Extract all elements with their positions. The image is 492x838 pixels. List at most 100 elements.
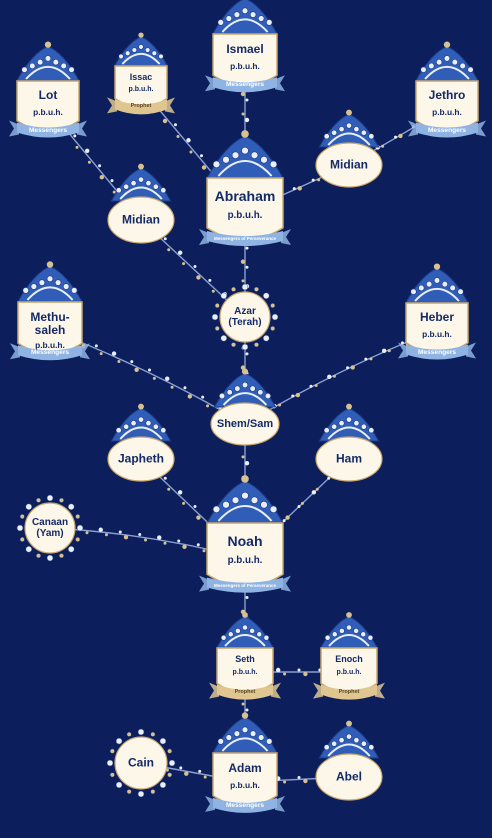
vine-flower-icon bbox=[327, 476, 331, 480]
person-node-shem[interactable]: Shem/Sam bbox=[210, 368, 280, 446]
vine-flower-icon bbox=[315, 487, 319, 491]
shield-frame-icon bbox=[398, 263, 476, 360]
vine-flower-icon bbox=[182, 262, 186, 266]
vine-flower-icon bbox=[245, 98, 249, 102]
oval-frame-icon bbox=[315, 403, 383, 482]
vine-flower-icon bbox=[381, 144, 385, 148]
honorific-text: p.b.u.h. bbox=[232, 668, 258, 676]
honorific-text: p.b.u.h. bbox=[336, 668, 362, 676]
person-name: Cain bbox=[127, 755, 154, 770]
vine-flower-icon bbox=[295, 392, 301, 398]
vine-flower-icon bbox=[144, 538, 147, 542]
title-ribbon: Messengers bbox=[417, 348, 457, 356]
person-name: Japheth bbox=[117, 451, 164, 466]
person-name: Shem/Sam bbox=[216, 417, 274, 430]
shield-frame-icon bbox=[209, 612, 281, 700]
vine-flower-icon bbox=[346, 366, 350, 370]
person-node-japheth[interactable]: Japheth bbox=[107, 403, 175, 482]
title-ribbon: Messengers of Perseverance bbox=[213, 236, 277, 242]
vine-flower-icon bbox=[240, 91, 246, 97]
vine-flower-icon bbox=[332, 374, 336, 378]
vine-flower-icon bbox=[201, 395, 205, 399]
person-node-canaan[interactable]: Canaan (Yam) bbox=[16, 494, 84, 562]
title-ribbon: Messengers of Perseverance bbox=[213, 582, 277, 588]
vine-flower-icon bbox=[157, 535, 162, 540]
person-node-midian-right[interactable]: Midian bbox=[315, 109, 383, 188]
person-node-azar[interactable]: Azar (Terah) bbox=[211, 283, 279, 351]
vine-flower-icon bbox=[130, 360, 134, 364]
person-name: Canaan (Yam) bbox=[31, 517, 69, 539]
vine-flower-icon bbox=[283, 672, 287, 676]
vine-flower-icon bbox=[179, 766, 183, 770]
vine-flower-icon bbox=[182, 544, 187, 549]
vine-flower-icon bbox=[369, 357, 373, 361]
vine-flower-icon bbox=[398, 133, 403, 139]
vine-flower-icon bbox=[99, 352, 103, 356]
vine-flower-icon bbox=[309, 384, 313, 388]
vine-flower-icon bbox=[241, 112, 245, 116]
vine-flower-icon bbox=[177, 490, 183, 495]
person-node-cain[interactable]: Cain bbox=[106, 728, 176, 798]
honorific-text: p.b.u.h. bbox=[35, 339, 65, 350]
vine-flower-icon bbox=[134, 367, 139, 372]
oval-frame-icon bbox=[210, 368, 280, 446]
vine-flower-icon bbox=[350, 365, 355, 370]
vine-flower-icon bbox=[311, 490, 317, 495]
vine-flower-icon bbox=[98, 164, 102, 168]
person-node-midian-left[interactable]: Midian bbox=[107, 163, 175, 244]
honorific-text: p.b.u.h. bbox=[432, 107, 462, 118]
person-node-noah[interactable]: Noah p.b.u.h. Messengers of Perseverance bbox=[199, 475, 291, 595]
person-node-abel[interactable]: Abel bbox=[315, 720, 383, 801]
honorific-text: p.b.u.h. bbox=[227, 555, 263, 567]
person-name: Adam bbox=[228, 761, 262, 776]
vine-flower-icon bbox=[123, 535, 129, 540]
person-name: Lot bbox=[38, 88, 58, 103]
vine-flower-icon bbox=[152, 376, 156, 380]
person-name: Midian bbox=[122, 212, 160, 227]
vine-flower-icon bbox=[105, 533, 108, 537]
person-name: Ismael bbox=[226, 41, 264, 56]
vine-flower-icon bbox=[381, 348, 387, 353]
vine-flower-icon bbox=[110, 179, 114, 183]
vine-flower-icon bbox=[193, 505, 197, 508]
vine-flower-icon bbox=[184, 771, 189, 776]
person-node-ham[interactable]: Ham bbox=[315, 403, 383, 482]
vine-flower-icon bbox=[245, 265, 249, 269]
honorific-text: p.b.u.h. bbox=[33, 107, 63, 118]
person-name: Noah bbox=[227, 533, 263, 550]
vine-flower-icon bbox=[240, 259, 246, 264]
vine-flower-icon bbox=[245, 352, 249, 356]
honorific-text: p.b.u.h. bbox=[128, 86, 154, 94]
title-ribbon: Messengers bbox=[427, 126, 467, 134]
title-ribbon: Prophet bbox=[338, 688, 360, 695]
vine-flower-icon bbox=[177, 250, 183, 255]
vine-flower-icon bbox=[148, 368, 151, 372]
vine-flower-icon bbox=[94, 344, 98, 348]
vine-flower-icon bbox=[201, 165, 207, 170]
vine-flower-icon bbox=[244, 461, 250, 466]
vine-flower-icon bbox=[241, 455, 245, 459]
vine-flower-icon bbox=[292, 187, 296, 191]
vine-flower-icon bbox=[208, 278, 212, 282]
vine-flower-icon bbox=[111, 351, 117, 356]
vine-flower-icon bbox=[87, 160, 91, 164]
shield-frame-icon bbox=[205, 712, 285, 813]
vine-flower-icon bbox=[75, 145, 79, 149]
honorific-text: p.b.u.h. bbox=[230, 780, 260, 791]
title-ribbon: Prophet bbox=[234, 688, 256, 695]
vine-flower-icon bbox=[118, 530, 122, 534]
vine-flower-icon bbox=[85, 531, 89, 535]
shield-frame-icon bbox=[107, 32, 175, 115]
person-name: Azar (Terah) bbox=[228, 306, 262, 328]
shield-frame-icon bbox=[10, 261, 90, 361]
